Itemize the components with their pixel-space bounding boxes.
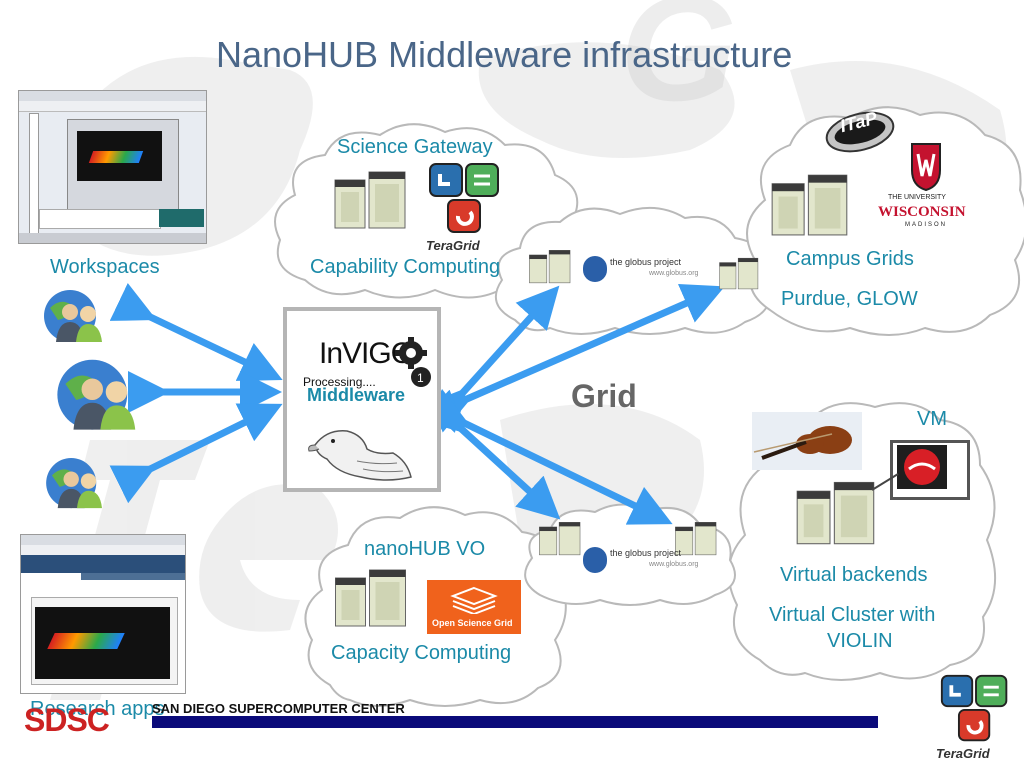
footer-bar <box>152 716 878 728</box>
invigo-logo: InVIGO 1 Processing.... <box>299 331 435 395</box>
virtual-cluster-label: Virtual Cluster with <box>769 604 936 626</box>
wisconsin-top-text: THE UNIVERSITY <box>888 194 946 201</box>
server-icon <box>771 174 848 236</box>
users-icon <box>57 359 136 430</box>
arrow-workspace-3 <box>109 403 283 504</box>
redhat-icon <box>897 445 947 489</box>
slide-title: NanoHUB Middleware infrastructure <box>216 34 793 75</box>
globus-logo: the globus project www.globus.org <box>583 254 703 286</box>
grid-label: Grid <box>571 378 637 414</box>
violin-label: VIOLIN <box>827 630 893 652</box>
itap-logo <box>825 111 895 153</box>
globus-logo: the globus project www.globus.org <box>583 545 703 577</box>
sdsc-logo: SDSC <box>24 702 110 738</box>
wisconsin-name: WISCONSIN <box>878 204 966 220</box>
middleware-label: Middleware <box>307 385 406 405</box>
osg-stack-icon <box>450 586 498 614</box>
capacity-computing-label: Capacity Computing <box>331 642 512 664</box>
nanohub-vo-label: nanoHUB VO <box>364 538 486 560</box>
teragrid-mark-icon <box>940 674 1008 742</box>
teragrid-wordmark: TeraGrid <box>426 238 480 253</box>
wisconsin-bottom-text: MADISON <box>905 222 948 228</box>
teragrid-wordmark: TeraGrid <box>936 746 990 761</box>
science-gateway-label: Science Gateway <box>337 136 493 158</box>
server-icon <box>334 171 406 229</box>
globus-url: www.globus.org <box>649 561 699 568</box>
campus-grids-label: Campus Grids <box>786 248 914 270</box>
middleware-box: InVIGO 1 Processing.... Middleware <box>283 307 441 492</box>
vm-connector-line <box>871 473 899 491</box>
server-icon <box>335 569 406 627</box>
arrow-workspace-1 <box>109 283 283 381</box>
server-icon <box>675 522 717 556</box>
globus-url: www.globus.org <box>649 270 699 277</box>
workspace-screenshot <box>18 90 207 244</box>
server-icon <box>539 522 581 556</box>
invigo-processing: Processing.... <box>303 375 376 389</box>
arrow-campus <box>425 283 725 433</box>
svg-text:1: 1 <box>417 371 424 385</box>
arrow-virtual <box>423 388 673 525</box>
server-icon <box>796 481 875 545</box>
server-icon <box>529 250 571 284</box>
users-icon <box>44 290 102 342</box>
workspaces-label: Workspaces <box>50 256 160 278</box>
condor-icon <box>308 430 412 481</box>
globus-label: the globus project <box>610 257 682 267</box>
research-apps-label: Research apps <box>30 698 165 720</box>
footer-org-name: SAN DIEGO SUPERCOMPUTER CENTER <box>152 701 405 716</box>
violin-image <box>752 412 862 470</box>
teragrid-mark-icon <box>429 163 499 233</box>
capability-computing-label: Capability Computing <box>310 256 501 278</box>
open-science-grid-logo: Open Science Grid <box>427 580 521 634</box>
vm-label: VM <box>917 408 947 430</box>
research-app-screenshot <box>20 534 186 694</box>
teragrid-logo: TeraGrid <box>426 160 506 256</box>
globus-label: the globus project <box>610 548 682 558</box>
osg-label: Open Science Grid <box>432 618 513 628</box>
users-icon <box>46 458 102 509</box>
globus-icon <box>583 256 607 282</box>
redhat-logo-frame <box>890 440 970 500</box>
virtual-backends-label: Virtual backends <box>780 564 928 586</box>
svg-text:G: G <box>620 0 737 132</box>
teragrid-logo-corner: TeraGrid <box>936 672 1020 768</box>
globus-icon <box>583 547 607 573</box>
wisconsin-crest-icon <box>911 143 941 192</box>
arrow-globus-lower <box>421 389 561 520</box>
wisconsin-logo: THE UNIVERSITY WISCONSIN MADISON <box>878 138 974 232</box>
cloud-campus-grids <box>746 106 1024 336</box>
gear-icon: 1 <box>395 337 431 387</box>
purdue-glow-label: Purdue, GLOW <box>781 288 918 310</box>
server-icon <box>719 257 759 290</box>
